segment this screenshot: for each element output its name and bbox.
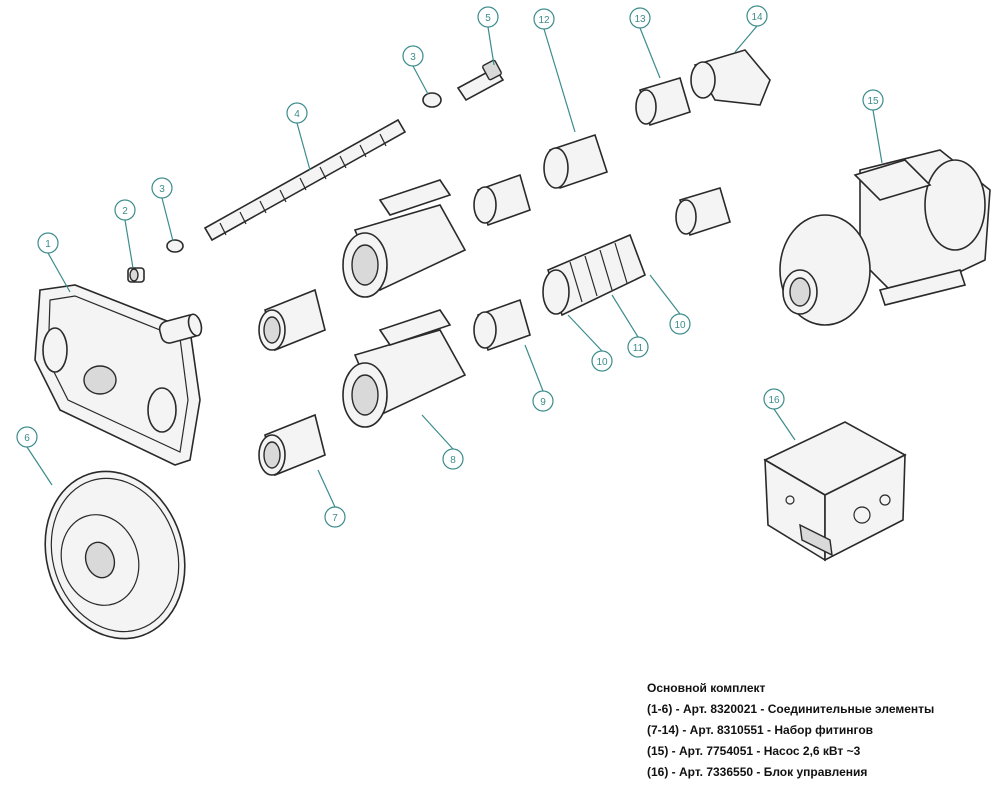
callout-10b: 10 (591, 350, 613, 372)
part-9-pipe-stub (473, 173, 531, 352)
callout-8: 8 (442, 448, 464, 470)
legend-item: (15) - Арт. 7754051 - Насос 2,6 кВт ~3 (647, 744, 861, 758)
part-2-nipple (127, 267, 145, 283)
part-13-pipe-nipple (635, 77, 731, 237)
svg-text:10: 10 (596, 357, 608, 368)
svg-text:15: 15 (867, 96, 879, 107)
svg-text:4: 4 (294, 109, 300, 120)
callout-7: 7 (324, 506, 346, 528)
callout-2: 2 (114, 199, 136, 221)
callout-1: 1 (37, 232, 59, 254)
leader-lines (26, 25, 883, 508)
part-8-ball-valve (342, 179, 467, 428)
legend-title: Основной комплект (647, 681, 766, 695)
part-4-corrugated-hose (203, 118, 407, 242)
callout-11: 11 (627, 336, 649, 358)
svg-text:14: 14 (751, 12, 763, 23)
part-1-housing-plate (34, 284, 203, 466)
callout-13: 13 (629, 7, 651, 29)
part-6-front-cover (44, 470, 186, 640)
part-16-control-box (763, 421, 907, 562)
svg-text:12: 12 (538, 15, 550, 26)
part-15-pump (779, 149, 991, 326)
legend-item: (7-14) - Арт. 8310551 - Набор фитингов (647, 723, 874, 737)
svg-text:3: 3 (159, 184, 165, 195)
part-11-flexible-hose (542, 133, 647, 317)
callout-3a: 3 (151, 177, 173, 199)
svg-text:10: 10 (674, 320, 686, 331)
callout-9: 9 (532, 390, 554, 412)
callout-10a: 10 (669, 313, 691, 335)
svg-text:5: 5 (485, 13, 491, 24)
svg-text:6: 6 (24, 433, 30, 444)
legend-item: (1-6) - Арт. 8320021 - Соединительные эл… (647, 702, 935, 716)
svg-text:9: 9 (540, 397, 546, 408)
svg-text:11: 11 (633, 343, 644, 354)
svg-text:2: 2 (122, 206, 128, 217)
svg-text:1: 1 (45, 239, 51, 250)
callout-15: 15 (862, 89, 884, 111)
svg-text:8: 8 (450, 455, 456, 466)
callout-4: 4 (286, 102, 308, 124)
callout-12: 12 (533, 8, 555, 30)
svg-text:3: 3 (410, 52, 416, 63)
callout-6: 6 (16, 426, 38, 448)
svg-text:16: 16 (768, 395, 780, 406)
part-7-union-fitting (258, 288, 326, 477)
svg-text:13: 13 (634, 14, 646, 25)
callout-5: 5 (477, 6, 499, 28)
part-3-hose-clamp (166, 92, 442, 253)
svg-text:7: 7 (332, 513, 338, 524)
legend-item: (16) - Арт. 7336550 - Блок управления (647, 765, 868, 779)
parts-legend: Основной комплект (1-6) - Арт. 8320021 -… (647, 678, 987, 783)
callout-16: 16 (763, 388, 785, 410)
part-14-elbow (690, 49, 771, 106)
callout-3b: 3 (402, 45, 424, 67)
callout-14: 14 (746, 5, 768, 27)
part-5-connector (456, 59, 505, 102)
